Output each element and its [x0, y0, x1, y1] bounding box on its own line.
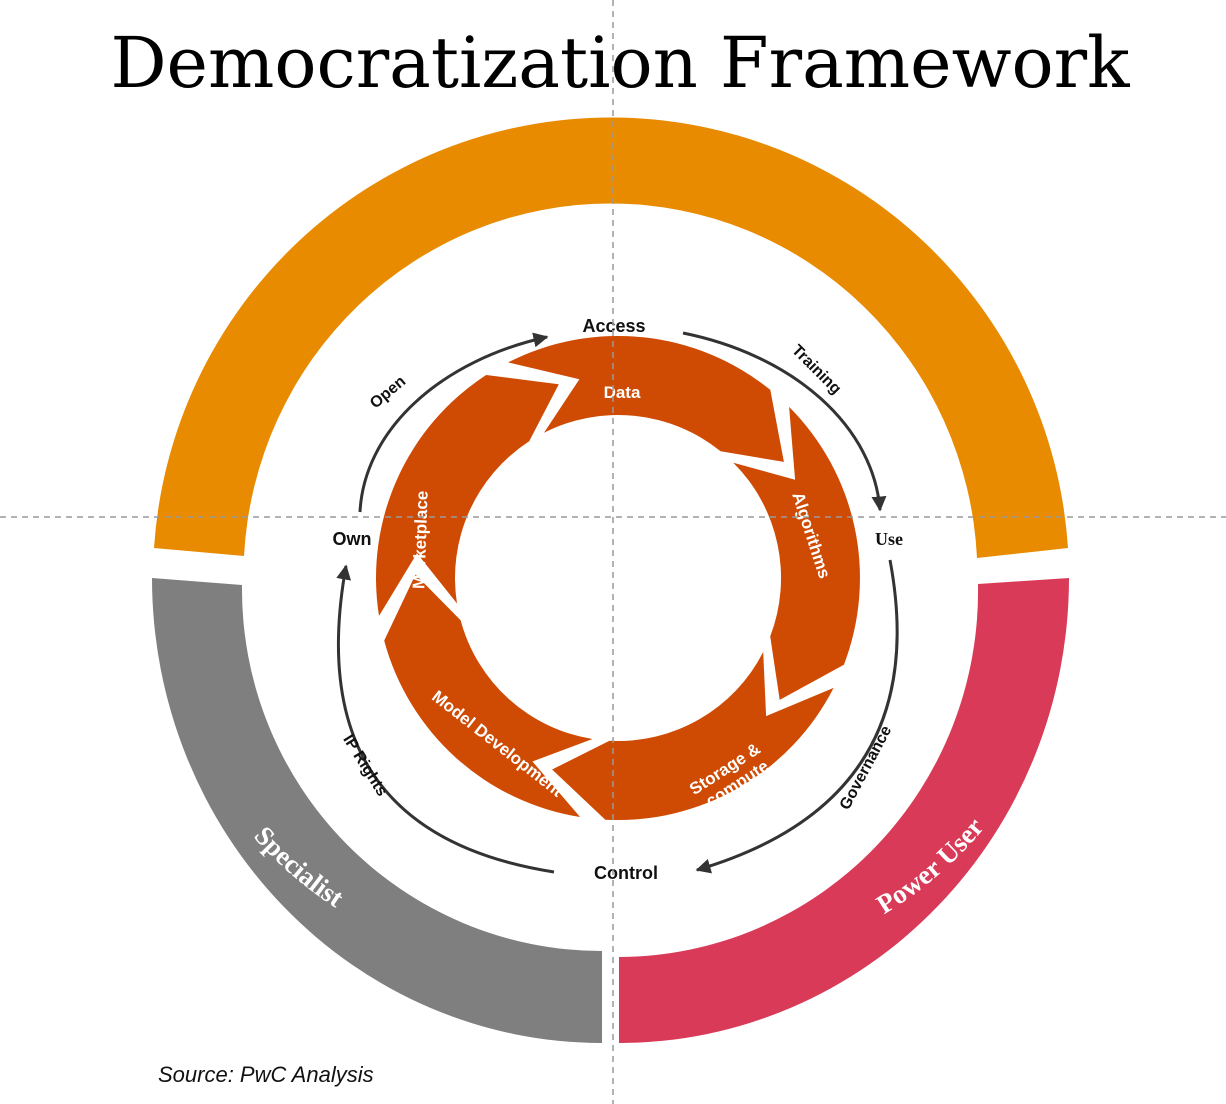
source-note: Source: PwC Analysis: [158, 1062, 374, 1087]
flow-training: Training: [788, 342, 844, 398]
arrow-access-to-use: [682, 331, 887, 512]
arrow-use-to-control: [695, 559, 899, 874]
data-segment: [508, 335, 784, 462]
power-user-band: [619, 578, 1069, 1043]
algorithms-segment: [733, 406, 860, 700]
stage-use: Use: [875, 529, 903, 549]
arrow-control-to-own: [336, 564, 555, 874]
storage-segment: [552, 652, 834, 821]
marketplace-segment: [376, 375, 559, 616]
model-development-segment: [384, 574, 593, 817]
flow-ip-rights: IP Rights: [339, 732, 390, 800]
data-segment-label: Data: [604, 383, 641, 402]
specialist-band: [152, 578, 602, 1043]
stage-access: Access: [582, 316, 645, 336]
flow-governance: Governance: [837, 723, 895, 813]
marketplace-segment-label: Marketplace: [409, 490, 431, 589]
page-title: Democratization Framework: [110, 22, 1130, 104]
arrow-own-to-access: [358, 332, 549, 513]
stage-control: Control: [594, 863, 658, 883]
flow-open: Open: [367, 373, 409, 412]
cycle-ring: [376, 335, 860, 821]
casual-user-label: Casual User: [538, 208, 685, 244]
stage-own: Own: [333, 529, 372, 549]
casual-user-band: [154, 117, 1068, 558]
